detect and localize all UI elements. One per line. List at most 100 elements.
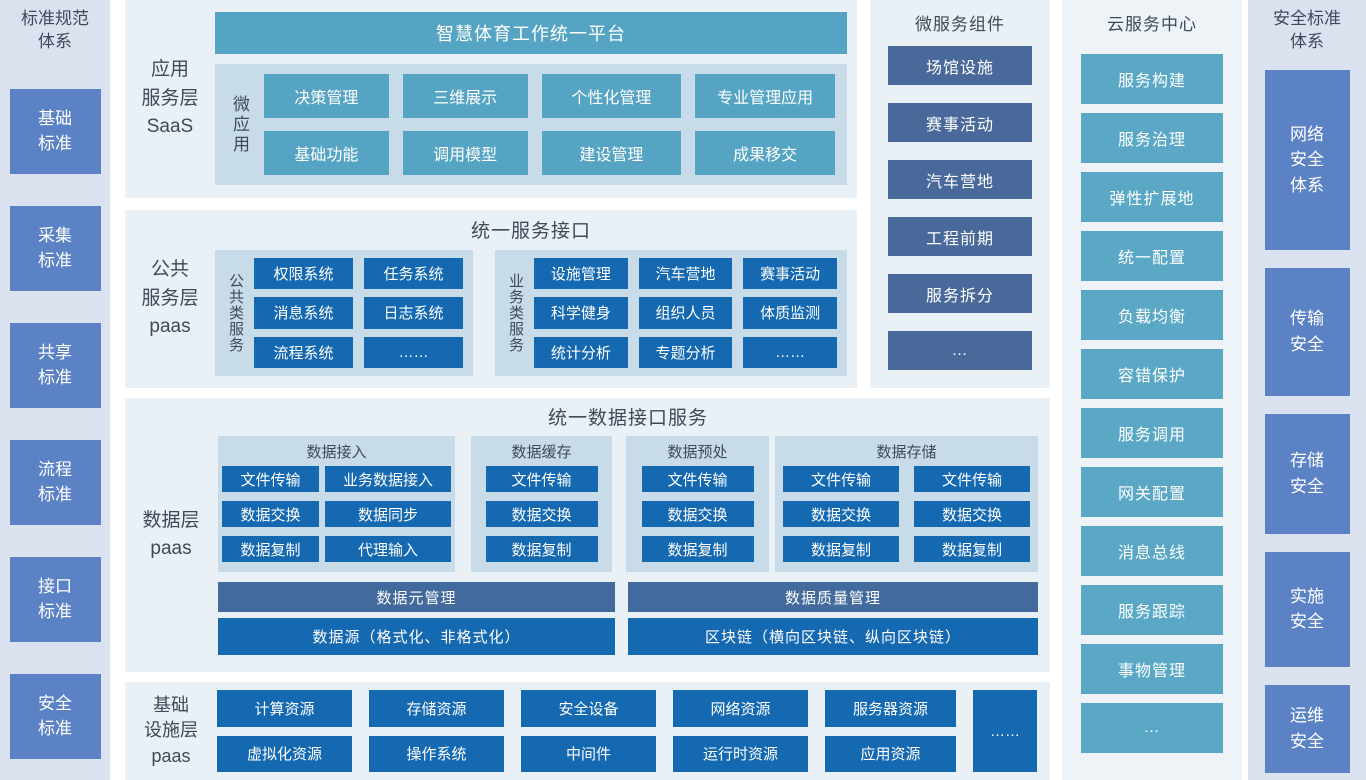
cloud-block-transaction: 事物管理 [1081, 644, 1223, 694]
standard-item-basic: 基础 标准 [9, 88, 101, 174]
cloud-block-fault-tolerance: 容错保护 [1081, 349, 1223, 399]
service-interface-title: 统一服务接口 [470, 221, 591, 242]
app-block-construction: 建设管理 [541, 131, 682, 175]
common-services-grid: 权限系统 任务系统 消息系统 日志系统 流程系统 …… [254, 258, 463, 368]
security-item-transmission: 传输 安全 [1264, 267, 1350, 396]
data-block-business-access: 业务数据接入 [325, 466, 451, 492]
service-block-personnel: 组织人员 [638, 297, 733, 329]
data-block-exchange: 数据交换 [914, 501, 1030, 527]
service-block-message: 消息系统 [254, 297, 353, 329]
microservices-title: 微服务组件 [915, 15, 1005, 34]
micro-apps-grid: 决策管理 三维展示 个性化管理 专业管理应用 基础功能 调用模型 建设管理 成果… [264, 74, 835, 175]
standard-item-sharing: 共享 标准 [9, 322, 101, 408]
app-block-3d: 三维展示 [402, 74, 528, 118]
infra-block-more: …… [973, 690, 1037, 772]
data-layer-label: 数据层 paas [142, 509, 200, 560]
data-block-replication: 数据复制 [222, 536, 319, 562]
cloud-center-title: 云服务中心 [1107, 15, 1197, 34]
security-item-operations: 运维 安全 [1264, 684, 1350, 773]
security-item-storage: 存储 安全 [1264, 413, 1350, 534]
service-block-fitness: 科学健身 [534, 297, 628, 329]
data-block-proxy-input: 代理输入 [325, 536, 451, 562]
common-services-group: 公共类服务 权限系统 任务系统 消息系统 日志系统 流程系统 …… [215, 250, 473, 376]
microservice-engineering: 工程前期 [888, 217, 1032, 256]
infra-block-os: 操作系统 [369, 735, 504, 772]
public-services-layer-panel: 公共 服务层 paas 统一服务接口 公共类服务 权限系统 任务系统 消息系统 … [125, 210, 857, 388]
business-services-label: 业务类服务 [507, 273, 524, 353]
data-block-exchange: 数据交换 [641, 501, 754, 527]
data-access-title: 数据接入 [306, 444, 367, 461]
microservice-camping: 汽车营地 [888, 160, 1032, 199]
data-layer-content: 统一数据接口服务 数据接入 文件传输 业务数据接入 数据交换 数据同步 数据复制… [218, 398, 1050, 672]
data-block-file-transfer: 文件传输 [914, 466, 1030, 492]
data-block-file-transfer: 文件传输 [222, 466, 319, 492]
data-block-sync: 数据同步 [325, 501, 451, 527]
standard-item-interface: 接口 标准 [9, 556, 101, 642]
cloud-block-unified-config: 统一配置 [1081, 231, 1223, 281]
infrastructure-layer-panel: 基础 设施层 paas …… 计算资源 存储资源 安全设备 网络资源 服务器资源… [125, 682, 1050, 780]
business-services-grid: 设施管理 汽车营地 赛事活动 科学健身 组织人员 体质监测 统计分析 专题分析 … [534, 258, 837, 368]
standards-column: 标准规范 体系 基础 标准 采集 标准 共享 标准 流程 标准 接口 标准 安全… [0, 0, 110, 780]
standards-column-title: 标准规范 体系 [21, 9, 89, 51]
saas-layer-label: 应用 服务层 SaaS [141, 59, 199, 138]
data-block-replication: 数据复制 [783, 536, 899, 562]
data-cache-group: 数据缓存 文件传输 数据交换 数据复制 [471, 436, 612, 572]
data-block-exchange: 数据交换 [485, 501, 598, 527]
app-block-model: 调用模型 [402, 131, 528, 175]
service-block-facility: 设施管理 [534, 258, 628, 290]
standard-item-process: 流程 标准 [9, 439, 101, 525]
infra-block-compute: 计算资源 [217, 690, 352, 727]
data-block-exchange: 数据交换 [783, 501, 899, 527]
cloud-block-load-balancing: 负载均衡 [1081, 290, 1223, 340]
service-block-monitoring: 体质监测 [743, 297, 837, 329]
standard-item-security: 安全 标准 [9, 673, 101, 759]
app-block-handover: 成果移交 [695, 131, 835, 175]
business-services-group: 业务类服务 设施管理 汽车营地 赛事活动 科学健身 组织人员 体质监测 统计分析 [495, 250, 847, 376]
metadata-management-bar: 数据元管理 [218, 582, 615, 612]
data-storage-group: 数据存储 文件传输 文件传输 数据交换 数据交换 数据复制 数据复制 [775, 436, 1038, 572]
data-block-exchange: 数据交换 [222, 501, 319, 527]
blockchain-bar: 区块链（横向区块链、纵向区块链） [628, 618, 1038, 655]
app-block-personalization: 个性化管理 [541, 74, 682, 118]
app-block-basic: 基础功能 [264, 131, 389, 175]
service-block-camping: 汽车营地 [638, 258, 733, 290]
main-layers: 应用 服务层 SaaS 智慧体育工作统一平台 微应用 决策管理 三维展示 个性化… [125, 0, 1050, 780]
saas-layer-panel: 应用 服务层 SaaS 智慧体育工作统一平台 微应用 决策管理 三维展示 个性化… [125, 0, 857, 198]
platform-header: 智慧体育工作统一平台 [215, 12, 847, 54]
data-layer-panel: 数据层 paas 统一数据接口服务 数据接入 文件传输 业务数据接入 数据交换 … [125, 398, 1050, 672]
data-quality-management-bar: 数据质量管理 [628, 582, 1038, 612]
cloud-block-invocation: 服务调用 [1081, 408, 1223, 458]
cloud-block-elastic-scaling: 弹性扩展地 [1081, 172, 1223, 222]
service-block-task: 任务系统 [364, 258, 463, 290]
infrastructure-grid: …… 计算资源 存储资源 安全设备 网络资源 服务器资源 虚拟化资源 操作系统 … [217, 690, 1040, 772]
app-block-professional: 专业管理应用 [695, 74, 835, 118]
cloud-center-panel: 云服务中心 服务构建 服务治理 弹性扩展地 统一配置 负载均衡 容错保护 服务调… [1062, 0, 1242, 780]
microservices-panel: 微服务组件 场馆设施 赛事活动 汽车营地 工程前期 服务拆分 … [870, 0, 1050, 388]
micro-apps-panel: 微应用 决策管理 三维展示 个性化管理 专业管理应用 基础功能 调用模型 建设管… [215, 64, 847, 185]
standards-list: 基础 标准 采集 标准 共享 标准 流程 标准 接口 标准 安全 标准 [0, 88, 110, 759]
service-block-analysis: 专题分析 [638, 336, 733, 368]
data-block-replication: 数据复制 [485, 536, 598, 562]
infra-block-application: 应用资源 [825, 735, 956, 772]
data-interface-title: 统一数据接口服务 [547, 408, 708, 429]
security-standards-column: 安全标准 体系 网络 安全 体系 传输 安全 存储 安全 实施 安全 运维 安全 [1248, 0, 1366, 780]
microservice-venue: 场馆设施 [888, 46, 1032, 85]
service-block-more: …… [364, 336, 463, 368]
saas-layer-content: 智慧体育工作统一平台 微应用 决策管理 三维展示 个性化管理 专业管理应用 基础… [215, 0, 857, 198]
data-block-file-transfer: 文件传输 [783, 466, 899, 492]
security-item-implementation: 实施 安全 [1264, 551, 1350, 667]
data-preprocess-title: 数据预处 [667, 444, 728, 461]
infra-block-storage: 存储资源 [369, 690, 504, 727]
data-access-group: 数据接入 文件传输 业务数据接入 数据交换 数据同步 数据复制 代理输入 [218, 436, 455, 572]
service-block-events: 赛事活动 [743, 258, 837, 290]
infra-block-security-device: 安全设备 [521, 690, 656, 727]
data-block-replication: 数据复制 [914, 536, 1030, 562]
data-source-bar: 数据源（格式化、非格式化） [218, 618, 615, 655]
infra-block-server: 服务器资源 [825, 690, 956, 727]
cloud-services-list: 服务构建 服务治理 弹性扩展地 统一配置 负载均衡 容错保护 服务调用 网关配置… [1062, 54, 1242, 753]
service-block-workflow: 流程系统 [254, 336, 353, 368]
infra-block-virtualization: 虚拟化资源 [217, 735, 352, 772]
microservices-list: 场馆设施 赛事活动 汽车营地 工程前期 服务拆分 … [870, 46, 1050, 370]
cloud-block-build: 服务构建 [1081, 54, 1223, 104]
infrastructure-layer-label: 基础 设施层 paas [144, 695, 198, 766]
